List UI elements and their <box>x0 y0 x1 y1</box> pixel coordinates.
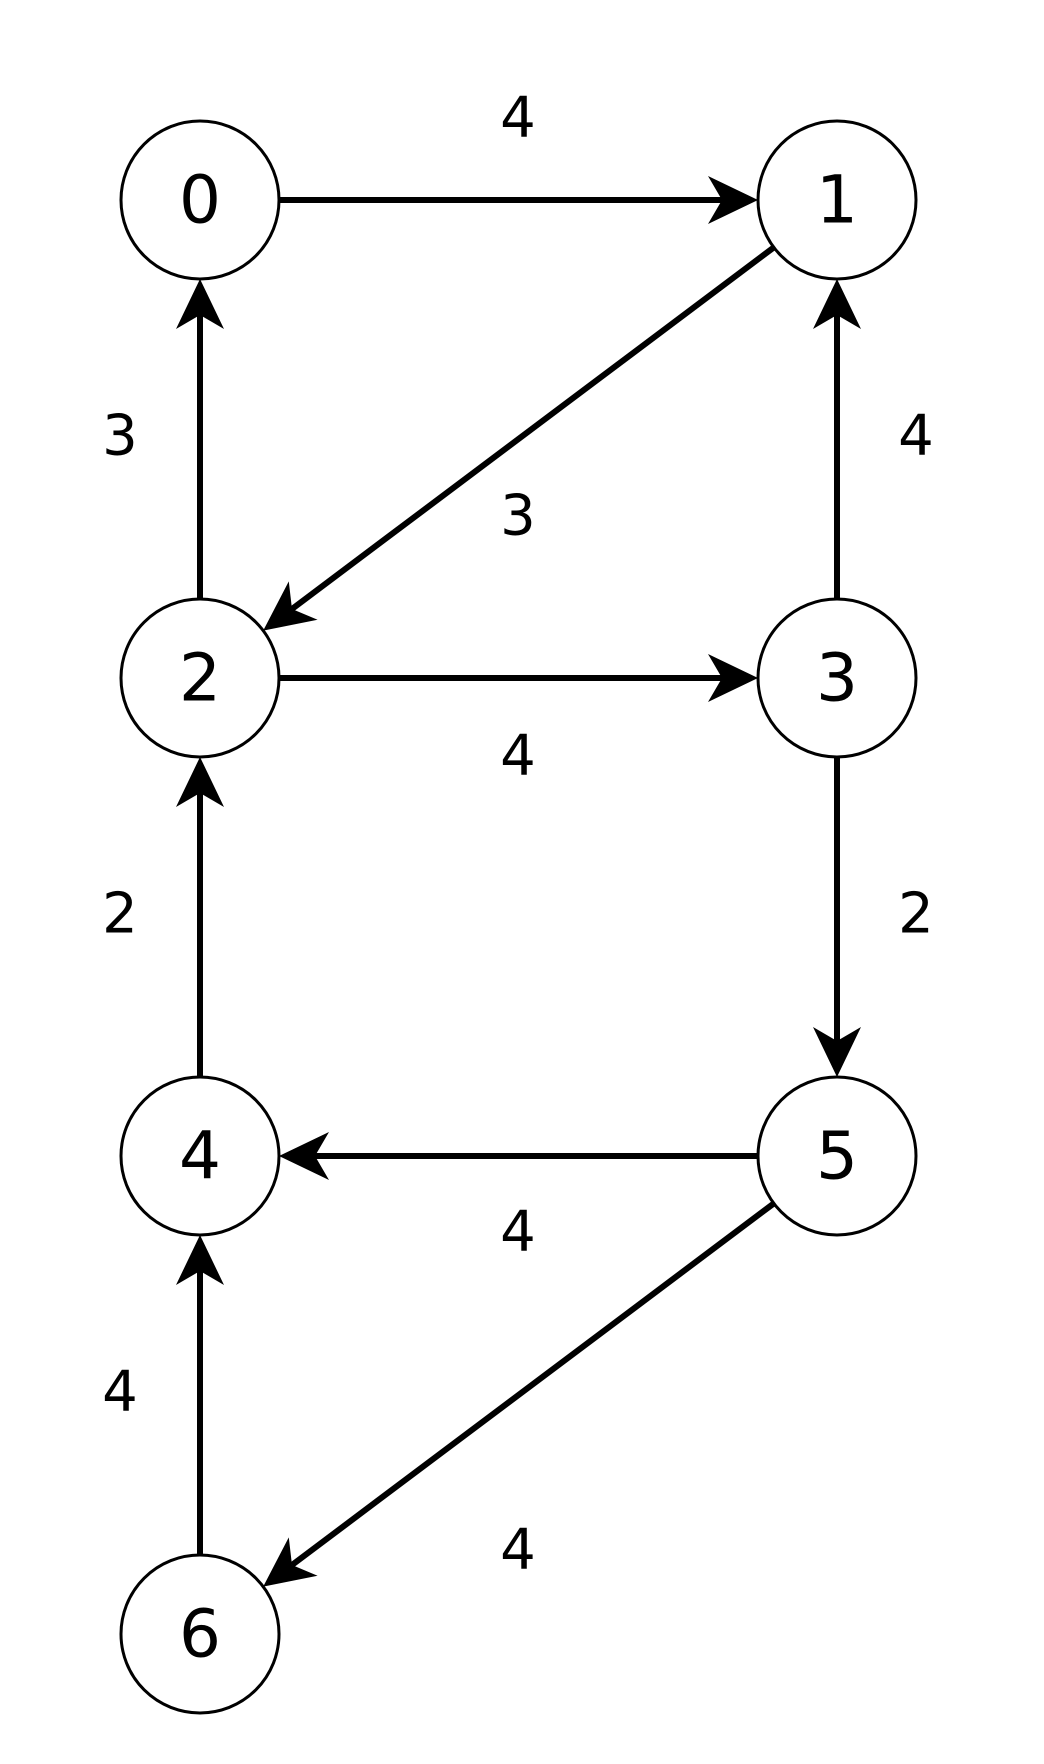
weights-layer: 4 3 3 4 4 2 2 4 4 4 <box>102 86 934 1583</box>
edges-layer <box>176 176 861 1587</box>
node-3: 3 <box>756 597 918 759</box>
edge-weight-0-to-1: 4 <box>500 86 536 151</box>
node-label: 1 <box>816 162 858 239</box>
edge-6-to-4 <box>176 1235 224 1555</box>
arrowhead <box>263 1537 318 1587</box>
node-circle <box>119 1075 281 1237</box>
node-circle <box>756 1075 918 1237</box>
node-0: 0 <box>119 119 281 281</box>
edge-weight-2-to-3: 4 <box>500 724 536 789</box>
node-circle <box>119 597 281 759</box>
edge-weight-5-to-6: 4 <box>500 1518 536 1583</box>
arrowhead <box>176 279 224 329</box>
edge-1-to-2 <box>263 245 776 631</box>
arrowhead <box>813 1027 861 1077</box>
edge-weight-4-to-2: 2 <box>102 882 138 947</box>
node-4: 4 <box>119 1075 281 1237</box>
edge-weight-6-to-4: 4 <box>102 1360 138 1425</box>
node-circle <box>119 1553 281 1715</box>
arrowhead <box>279 1132 329 1180</box>
node-circle <box>756 597 918 759</box>
nodes-layer: 0 1 2 3 4 5 6 <box>119 119 918 1715</box>
edge-3-to-5 <box>813 757 861 1077</box>
node-circle <box>119 119 281 281</box>
edge-line <box>290 1201 776 1568</box>
edge-5-to-4 <box>279 1132 758 1180</box>
edge-weight-5-to-4: 4 <box>500 1200 536 1265</box>
node-2: 2 <box>119 597 281 759</box>
edge-2-to-0 <box>176 279 224 599</box>
node-1: 1 <box>756 119 918 281</box>
node-label: 3 <box>816 640 858 717</box>
node-circle <box>756 119 918 281</box>
arrowhead <box>263 581 318 631</box>
edge-weight-2-to-0: 3 <box>102 404 138 469</box>
node-5: 5 <box>756 1075 918 1237</box>
edge-2-to-3 <box>279 654 758 702</box>
node-label: 5 <box>816 1118 858 1195</box>
node-6: 6 <box>119 1553 281 1715</box>
edge-5-to-6 <box>263 1201 776 1587</box>
arrowhead <box>708 176 758 224</box>
arrowhead <box>176 757 224 807</box>
edge-line <box>290 245 776 612</box>
edge-weight-3-to-5: 2 <box>898 882 934 947</box>
edge-weight-3-to-1: 4 <box>898 404 934 469</box>
node-label: 0 <box>179 162 221 239</box>
edge-0-to-1 <box>279 176 758 224</box>
arrowhead <box>176 1235 224 1285</box>
node-label: 4 <box>179 1118 221 1195</box>
edge-3-to-1 <box>813 279 861 599</box>
arrowhead <box>708 654 758 702</box>
node-label: 2 <box>179 640 221 717</box>
edge-weight-1-to-2: 3 <box>500 484 536 549</box>
node-label: 6 <box>179 1596 221 1673</box>
arrowhead <box>813 279 861 329</box>
edge-4-to-2 <box>176 757 224 1077</box>
